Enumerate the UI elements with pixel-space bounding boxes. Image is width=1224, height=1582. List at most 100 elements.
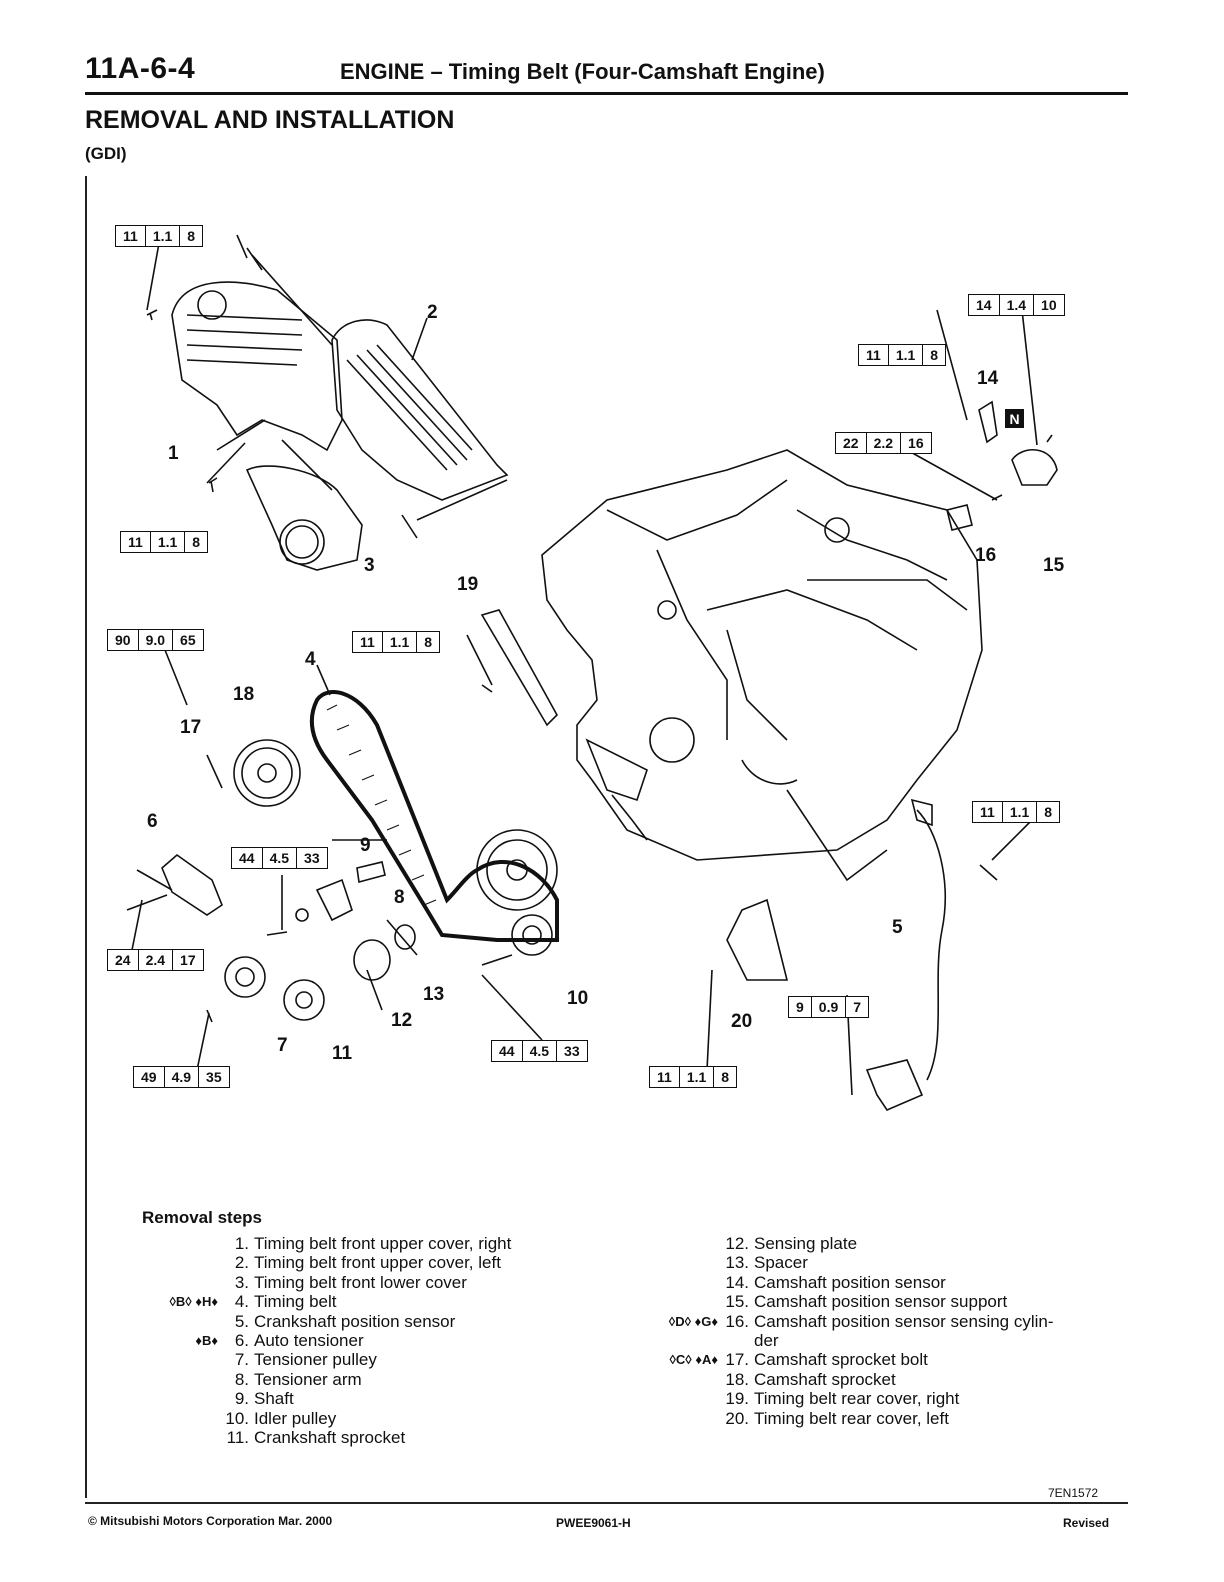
figure-code: 7EN1572	[1048, 1486, 1099, 1500]
removal-step: 12.Sensing plate	[640, 1234, 1054, 1253]
torque-value-nm: 14	[969, 295, 1000, 315]
step-service-marker: ♦B♦	[195, 1332, 218, 1348]
step-service-marker	[640, 1253, 722, 1272]
step-service-marker	[140, 1350, 222, 1369]
callout-number: 18	[233, 684, 255, 705]
step-number: 10.	[225, 1408, 249, 1428]
step-text: Timing belt front upper cover, right	[254, 1234, 512, 1253]
step-text: Camshaft position sensor sensing cylin-	[754, 1311, 1054, 1331]
torque-value-nm: 11	[121, 532, 151, 552]
page-number: 11A-6-4	[85, 52, 196, 85]
publication-code: PWEE9061-H	[556, 1516, 631, 1530]
removal-step: 20.Timing belt rear cover, left	[640, 1409, 1054, 1428]
step-service-marker: ◊D◊ ♦G♦	[668, 1313, 718, 1329]
step-number: 8.	[234, 1369, 249, 1389]
step-text: Timing belt front upper cover, left	[254, 1253, 501, 1273]
callout-number: 7	[277, 1035, 288, 1056]
torque-value-kgfm: 1.4	[1000, 295, 1035, 315]
header-rule	[85, 92, 1128, 95]
torque-value-nm: 11	[973, 802, 1003, 822]
removal-step: 10.Idler pulley	[140, 1409, 511, 1428]
copyright: © Mitsubishi Motors Corporation Mar. 200…	[88, 1514, 333, 1528]
callout-number: 14	[977, 368, 999, 389]
torque-value-nm: 22	[836, 433, 867, 453]
callout-number: 19	[457, 574, 479, 595]
removal-steps-heading: Removal steps	[142, 1208, 262, 1227]
removal-step: 11.Crankshaft sprocket	[140, 1428, 511, 1447]
removal-step: 13.Spacer	[640, 1253, 1054, 1272]
torque-value-kgfm: 2.4	[139, 950, 174, 970]
left-margin-rule	[85, 176, 87, 1498]
step-service-marker	[640, 1370, 722, 1389]
step-number: 20.	[725, 1408, 749, 1428]
removal-step: ◊B◊ ♦H♦4.Timing belt	[140, 1292, 511, 1311]
callout-number: 8	[394, 887, 405, 908]
callout-number: 10	[567, 988, 589, 1009]
step-text: Timing belt rear cover, left	[754, 1408, 949, 1428]
torque-value-ftlb: 10	[1041, 297, 1057, 313]
callout-number: 2	[427, 302, 438, 323]
step-service-marker	[140, 1409, 222, 1428]
torque-value-ftlb: 8	[1044, 804, 1053, 820]
n-badge: N	[1005, 409, 1024, 428]
step-text: Auto tensioner	[254, 1330, 364, 1350]
header-title: ENGINE – Timing Belt (Four-Camshaft Engi…	[340, 59, 825, 84]
step-number: 14.	[725, 1272, 749, 1292]
torque-value-ftlb: 8	[930, 347, 939, 363]
step-text: Shaft	[254, 1389, 294, 1409]
torque-value-ftlb: 33	[304, 850, 320, 866]
step-text: Crankshaft sprocket	[254, 1427, 406, 1447]
step-number: 1.	[234, 1234, 249, 1253]
step-service-marker	[640, 1409, 722, 1428]
step-service-marker	[140, 1253, 222, 1272]
removal-step: ♦B♦ 6.Auto tensioner	[140, 1331, 511, 1350]
step-service-marker	[640, 1389, 722, 1408]
step-service-marker	[140, 1234, 222, 1253]
callout-number: 1	[168, 443, 179, 464]
torque-value-nm: 44	[492, 1041, 523, 1061]
step-text: Sensing plate	[754, 1234, 858, 1253]
step-service-marker: ◊C◊ ♦A♦	[669, 1352, 718, 1368]
torque-value-kgfm: 4.5	[263, 848, 298, 868]
step-service-marker	[140, 1273, 222, 1292]
callout-number: 13	[423, 984, 445, 1005]
step-text: Tensioner pulley	[254, 1350, 377, 1370]
callout-number: 6	[147, 811, 158, 832]
removal-step: 2.Timing belt front upper cover, left	[140, 1253, 511, 1272]
step-number: 17.	[725, 1350, 749, 1370]
step-number: 6.	[234, 1330, 249, 1350]
torque-value-ftlb: 33	[564, 1043, 580, 1059]
footer-rule	[85, 1502, 1128, 1504]
step-service-marker	[640, 1234, 722, 1253]
torque-value-ftlb: 65	[180, 632, 196, 648]
revision-status: Revised	[1063, 1516, 1110, 1530]
callout-number: 3	[364, 555, 375, 576]
removal-step: 3.Timing belt front lower cover	[140, 1273, 511, 1292]
section-subtitle: (GDI)	[85, 144, 127, 163]
exploded-view-diagram	[126, 231, 1058, 1111]
step-number: 11.	[226, 1427, 249, 1447]
torque-value-ftlb: 7	[853, 999, 862, 1015]
step-text: Camshaft position sensor support	[754, 1292, 1008, 1312]
step-text: Timing belt	[254, 1292, 337, 1312]
torque-value-ftlb: 8	[721, 1069, 730, 1085]
step-text: Camshaft position sensor	[754, 1272, 946, 1292]
step-service-marker	[640, 1331, 722, 1350]
step-service-marker	[140, 1389, 222, 1408]
removal-step: 7.Tensioner pulley	[140, 1350, 511, 1369]
torque-value-kgfm: 1.1	[680, 1067, 715, 1087]
step-text: Camshaft sprocket bolt	[754, 1350, 928, 1370]
removal-step: der	[640, 1331, 1054, 1350]
step-number: 2.	[234, 1253, 249, 1273]
step-number: 18.	[725, 1369, 749, 1389]
torque-value-nm: 49	[134, 1067, 165, 1087]
